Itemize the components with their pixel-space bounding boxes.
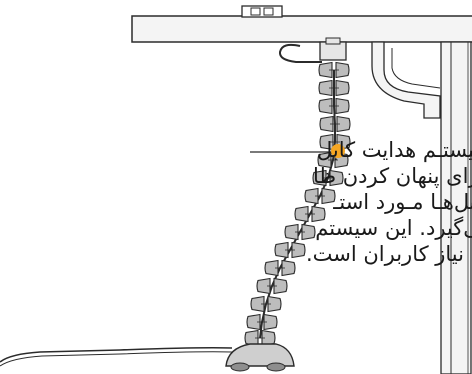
desk-outlet-socket-left <box>251 8 260 15</box>
floor-cable-inner <box>0 352 232 366</box>
base-foot-left <box>231 363 249 371</box>
caption-line-2: بـرای پنهان کردن ظا <box>232 163 472 189</box>
top-mount <box>320 42 346 60</box>
desk-top <box>132 16 472 42</box>
floor-cable <box>0 348 232 362</box>
cable-top <box>280 45 322 62</box>
caption-line-3: کابل‌هـا مـورد استـ <box>232 189 472 215</box>
desk-bracket <box>372 42 440 118</box>
caption-text: سیستـم هدایت کابل بـرای پنهان کردن ظا کا… <box>232 137 472 267</box>
caption-line-4: می‌گیرد. این سیستم <box>232 215 472 241</box>
desk-bracket-inner <box>392 48 440 88</box>
spine-base <box>226 344 294 366</box>
caption-line-1: سیستـم هدایت کابل <box>232 137 472 163</box>
base-foot-right <box>267 363 285 371</box>
desk-outlet-socket-right <box>264 8 273 15</box>
caption-line-5: نیاز کاربران است. <box>232 241 464 267</box>
top-mount-plate <box>326 38 340 44</box>
desk-outlet <box>242 6 282 17</box>
